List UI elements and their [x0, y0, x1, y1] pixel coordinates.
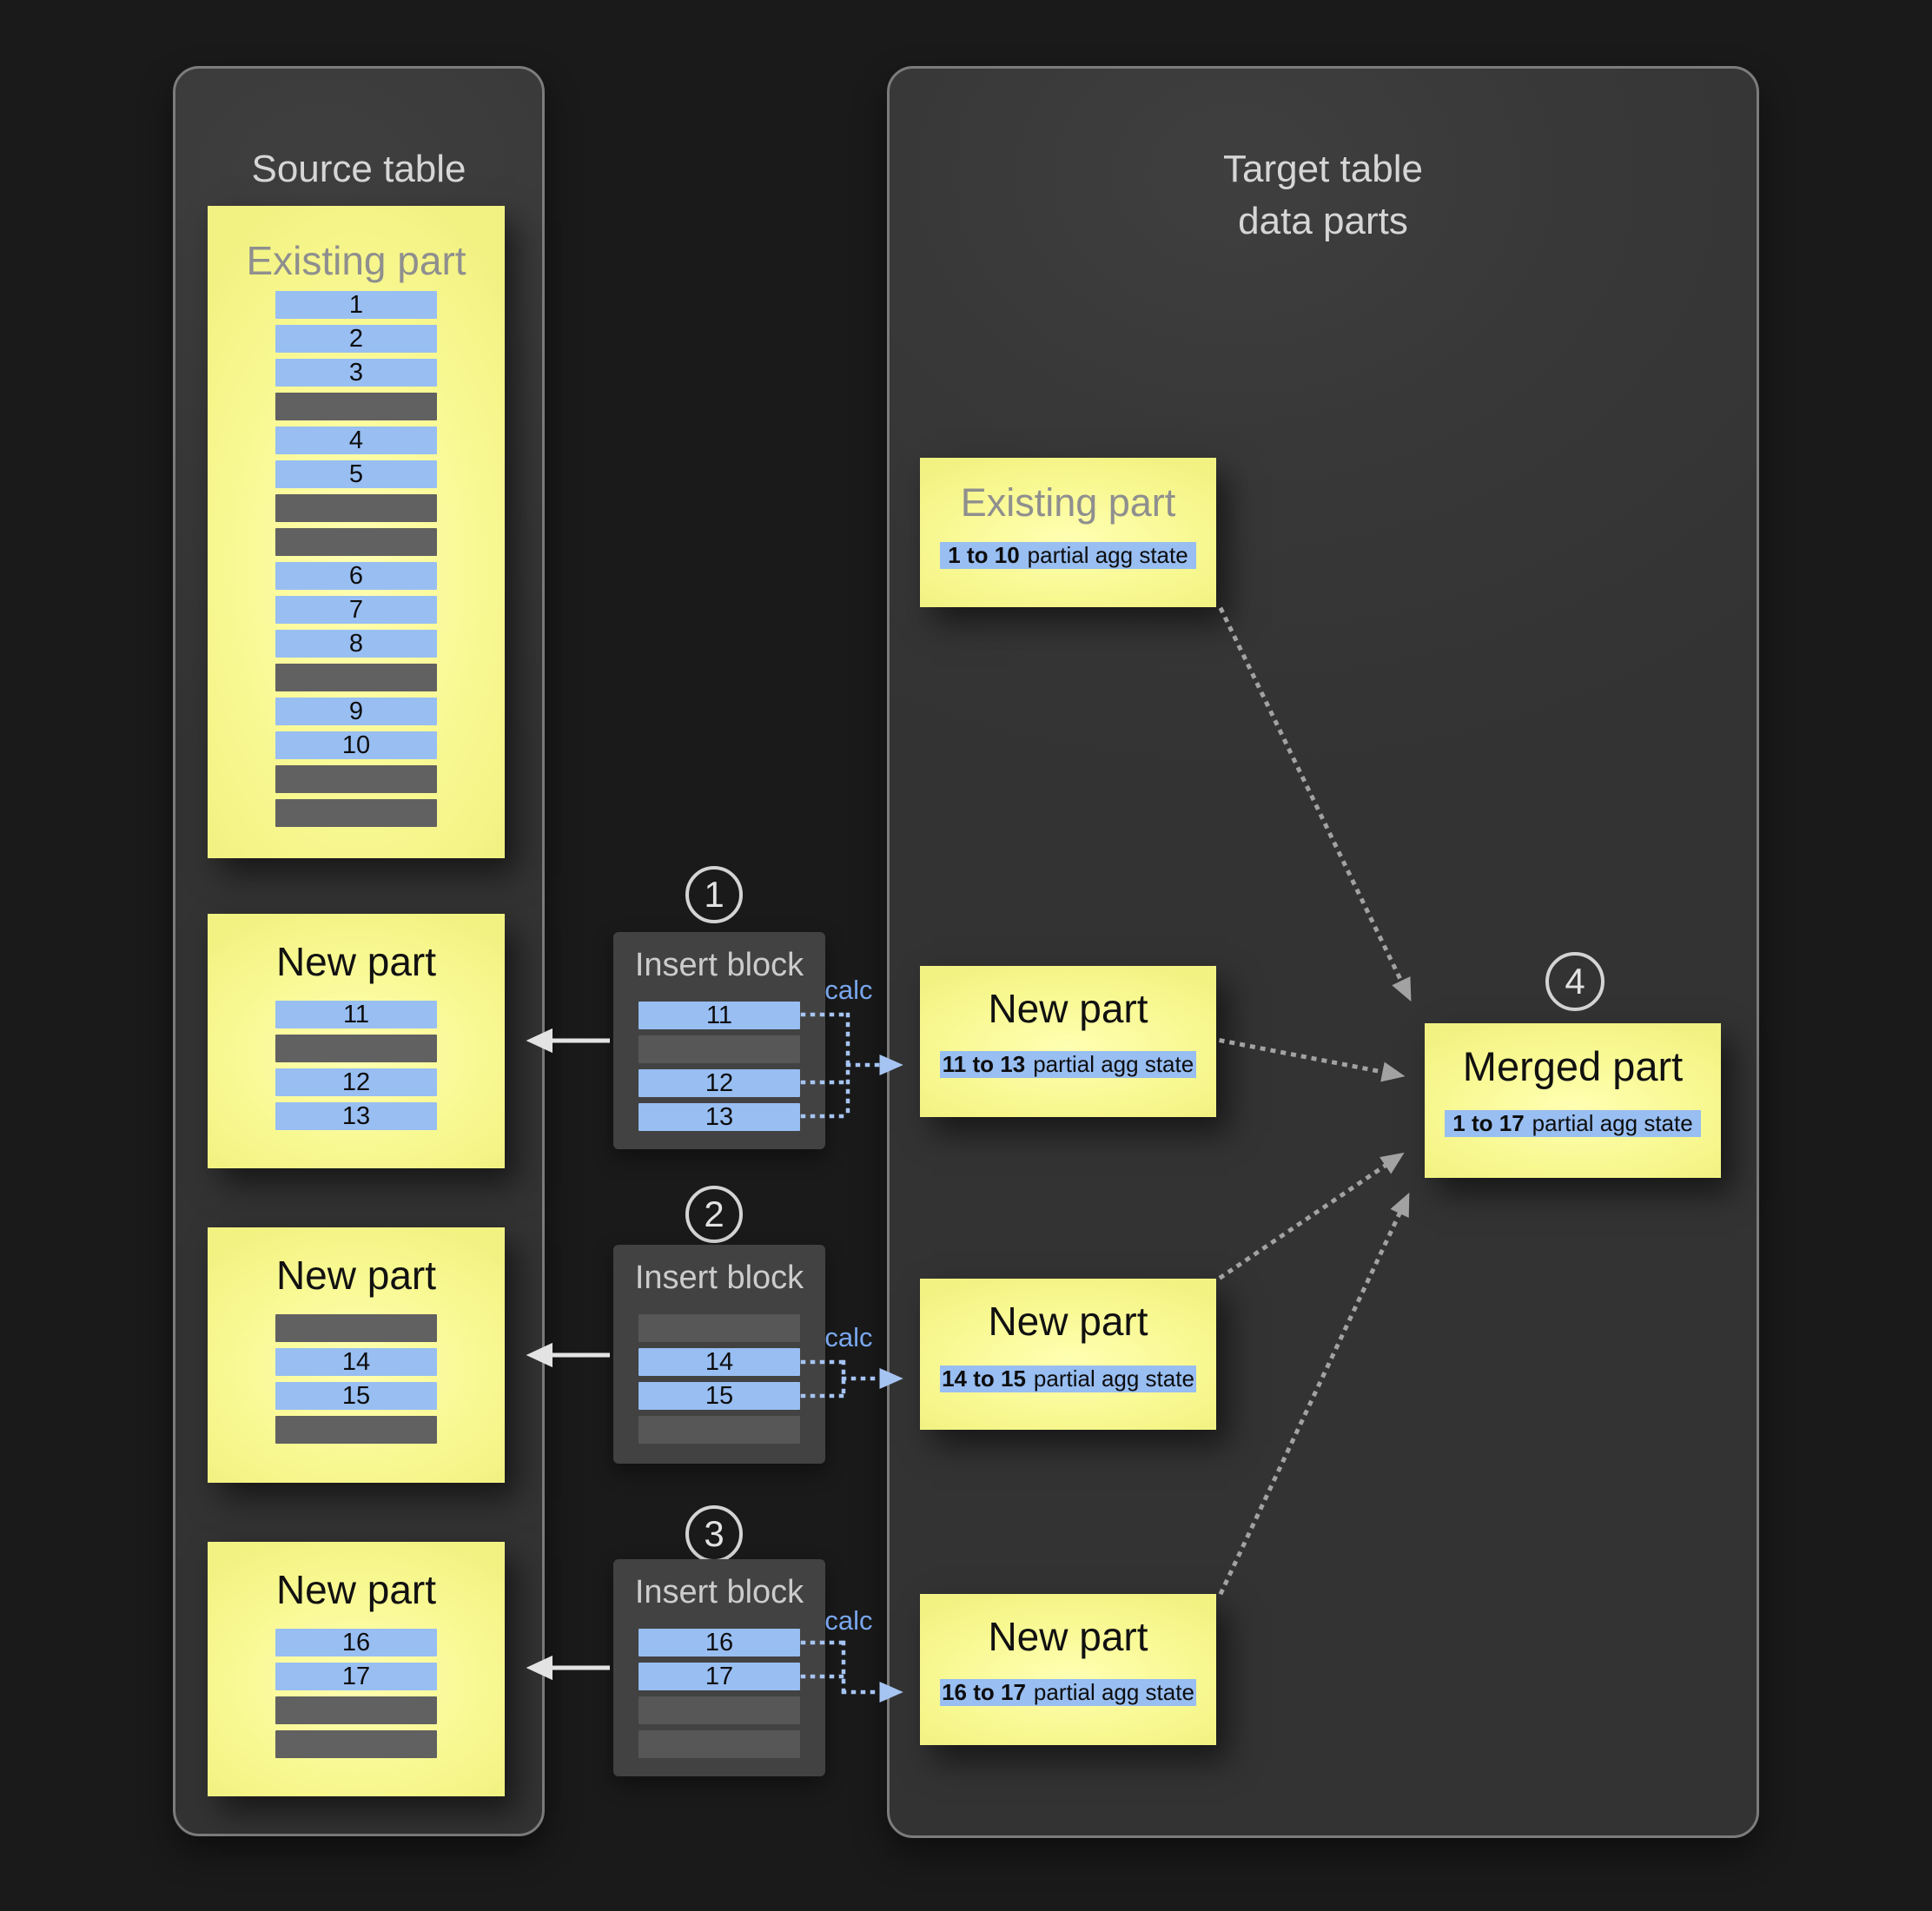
data-row: 10 [275, 731, 437, 759]
target-merged-part-agg-state: 1 to 17 partial agg state [1445, 1110, 1701, 1137]
data-row: 17 [638, 1663, 800, 1690]
empty-row [275, 494, 437, 522]
source-new-part-1: New part 11 12 13 [208, 914, 505, 1168]
data-row: 5 [275, 460, 437, 488]
agg-suffix: partial agg state [1033, 1679, 1194, 1705]
data-row: 13 [638, 1103, 800, 1131]
data-row: 15 [275, 1382, 437, 1410]
empty-row [275, 393, 437, 420]
empty-row [638, 1730, 800, 1758]
target-new-part-2-agg-state: 14 to 15 partial agg state [940, 1365, 1196, 1392]
data-row: 15 [638, 1382, 800, 1410]
agg-range: 11 to 13 [942, 1051, 1026, 1077]
agg-range: 1 to 10 [948, 542, 1020, 568]
empty-row [275, 1035, 437, 1062]
data-row: 14 [275, 1348, 437, 1376]
step-4-badge: 4 [1545, 952, 1604, 1011]
target-new-part-1-title: New part [988, 986, 1148, 1031]
insert-block-3-title: Insert block [634, 1574, 804, 1610]
empty-row [638, 1696, 800, 1724]
empty-row [275, 1416, 437, 1444]
agg-range: 14 to 15 [942, 1365, 1026, 1392]
source-panel-title-line1: Source table [251, 148, 466, 190]
empty-row [638, 1035, 800, 1063]
target-existing-part: Existing part 1 to 10 partial agg state [920, 458, 1216, 607]
source-existing-part-title: Existing part [246, 238, 466, 283]
agg-range: 1 to 17 [1452, 1110, 1525, 1136]
empty-row [275, 528, 437, 556]
insert-block-1: Insert block 11 12 13 [613, 932, 825, 1149]
step-2-badge: 2 [685, 1186, 743, 1243]
data-row: 14 [638, 1348, 800, 1376]
data-row: 16 [638, 1629, 800, 1656]
source-new-part-1-title: New part [275, 939, 437, 984]
agg-suffix: partial agg state [1033, 1365, 1194, 1392]
calc-label-1: calc [824, 975, 873, 1005]
empty-row [275, 765, 437, 793]
data-row: 11 [275, 1001, 437, 1028]
source-existing-part: Existing part 1 2 3 4 5 6 7 8 9 10 [208, 206, 505, 858]
target-existing-part-agg-state: 1 to 10 partial agg state [940, 542, 1196, 569]
data-row: 4 [275, 427, 437, 454]
calc-label-2: calc [824, 1322, 873, 1352]
step-1-badge: 1 [685, 866, 743, 923]
source-new-part-1-rows: 11 12 13 [275, 1001, 437, 1136]
data-row: 1 [275, 291, 437, 319]
data-row: 9 [275, 698, 437, 725]
empty-row [275, 664, 437, 691]
data-row: 3 [275, 359, 437, 387]
agg-suffix: partial agg state [1532, 1110, 1693, 1136]
target-new-part-3: New part 16 to 17 partial agg state [920, 1594, 1216, 1745]
target-new-part-2-title: New part [988, 1299, 1148, 1344]
data-row: 16 [275, 1629, 437, 1656]
empty-row [275, 1696, 437, 1724]
source-new-part-2-title: New part [275, 1253, 437, 1298]
empty-row [275, 799, 437, 827]
empty-row [638, 1314, 800, 1342]
target-panel-title-line2: data parts [1238, 199, 1408, 242]
insert-block-1-rows: 11 12 13 [638, 1002, 800, 1137]
target-new-part-1: New part 11 to 13 partial agg state [920, 966, 1216, 1117]
target-merged-part-title: Merged part [1462, 1043, 1684, 1089]
empty-row [275, 1730, 437, 1758]
target-panel-title-line1: Target table [1223, 148, 1423, 190]
data-row: 8 [275, 630, 437, 658]
source-new-part-3-title: New part [275, 1567, 437, 1612]
target-new-part-3-title: New part [988, 1614, 1148, 1659]
calc-label-3: calc [824, 1605, 873, 1636]
data-row: 17 [275, 1663, 437, 1690]
data-row: 13 [275, 1102, 437, 1130]
data-row: 2 [275, 325, 437, 353]
data-row: 12 [638, 1069, 800, 1097]
data-row: 12 [275, 1068, 437, 1096]
step-3-badge: 3 [685, 1505, 743, 1563]
empty-row [275, 1314, 437, 1342]
agg-suffix: partial agg state [1033, 1051, 1194, 1077]
source-existing-part-rows: 1 2 3 4 5 6 7 8 9 10 [275, 291, 437, 833]
insert-block-2-title: Insert block [634, 1260, 804, 1296]
target-panel-title: Target table data parts [890, 143, 1757, 248]
target-existing-part-title: Existing part [960, 480, 1176, 525]
target-new-part-2: New part 14 to 15 partial agg state [920, 1279, 1216, 1430]
target-table-panel: Target table data parts [887, 66, 1759, 1838]
target-new-part-1-agg-state: 11 to 13 partial agg state [940, 1051, 1196, 1078]
data-row: 11 [638, 1002, 800, 1029]
agg-suffix: partial agg state [1027, 542, 1188, 568]
data-row: 7 [275, 596, 437, 624]
target-merged-part: Merged part 1 to 17 partial agg state [1425, 1023, 1721, 1178]
agg-range: 16 to 17 [942, 1679, 1026, 1705]
data-row: 6 [275, 562, 437, 590]
empty-row [638, 1416, 800, 1444]
insert-block-1-title: Insert block [634, 947, 804, 983]
target-new-part-3-agg-state: 16 to 17 partial agg state [940, 1679, 1196, 1706]
